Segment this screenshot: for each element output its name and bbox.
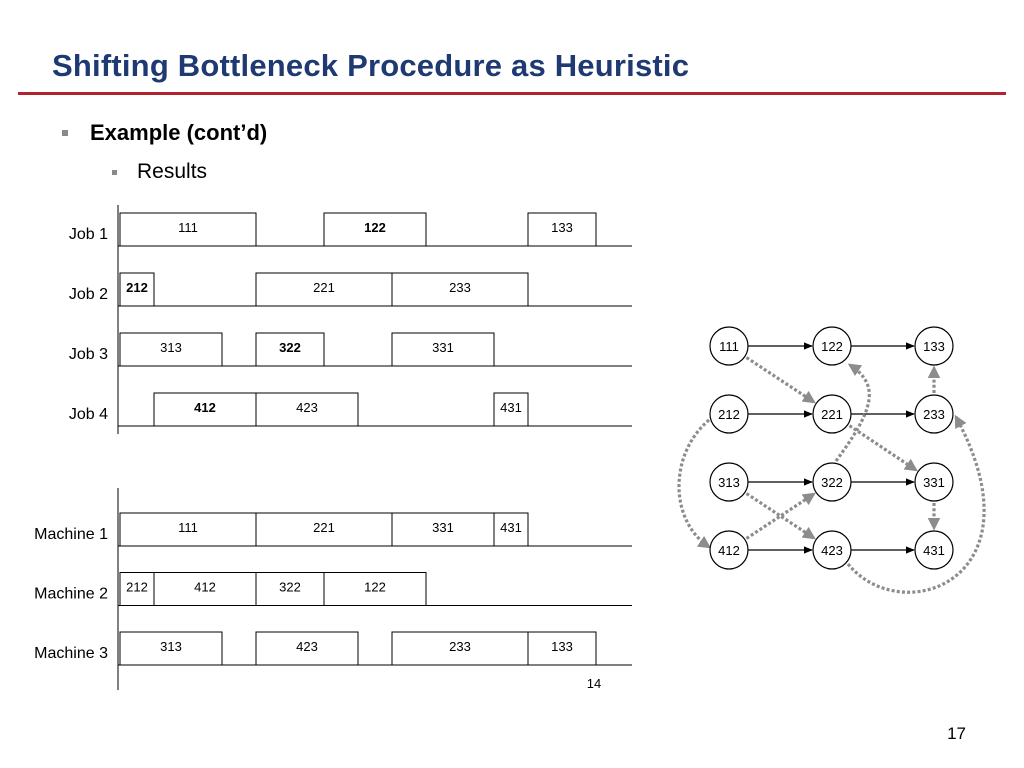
job-gantt-operation-label: 212 bbox=[126, 280, 148, 295]
disjunctive-arc bbox=[677, 418, 712, 549]
job-gantt-row-label: Job 3 bbox=[69, 346, 108, 363]
machine-gantt-operation-bar bbox=[119, 512, 257, 547]
machine-gantt-operation-bar bbox=[323, 572, 427, 606]
job-gantt-operation-label: 233 bbox=[449, 280, 471, 295]
graph-node bbox=[812, 394, 852, 434]
graph-node-label: 111 bbox=[719, 339, 739, 354]
machine-gantt-row-label: Machine 2 bbox=[34, 586, 108, 603]
machine-gantt-row-label: Machine 1 bbox=[34, 526, 108, 543]
job-gantt-operation-label: 313 bbox=[160, 340, 182, 355]
graph-node bbox=[914, 462, 954, 502]
job-gantt-operation-bar bbox=[391, 272, 529, 307]
graph-node bbox=[812, 530, 852, 570]
job-gantt-operation-bar bbox=[255, 272, 393, 307]
disjunctive-arc bbox=[745, 356, 816, 404]
machine-gantt-operation-bar bbox=[255, 512, 393, 547]
graph-node-label: 133 bbox=[923, 339, 945, 354]
bullet-text: Example (cont’d) bbox=[90, 120, 268, 145]
slide-title: Shifting Bottleneck Procedure as Heurist… bbox=[52, 48, 690, 83]
job-gantt-operation-bar bbox=[119, 272, 155, 307]
disjunctive-arc bbox=[846, 414, 986, 594]
job-gantt-operation-label: 221 bbox=[313, 280, 335, 295]
machine-gantt-operation-bar bbox=[153, 572, 257, 606]
page-number: 17 bbox=[947, 724, 966, 743]
graph-node-label: 423 bbox=[821, 543, 843, 558]
graph-node-label: 431 bbox=[923, 543, 945, 558]
bullet-text: Results bbox=[137, 160, 208, 183]
job-gantt-operation-label: 431 bbox=[500, 400, 522, 415]
machine-gantt-operation-bar bbox=[255, 631, 359, 666]
job-gantt-operation-bar bbox=[323, 212, 427, 247]
bullet-level-1: Example (cont’d) bbox=[62, 120, 267, 146]
job-gantt-operation-bar bbox=[493, 392, 529, 427]
job-gantt-row-label: Job 1 bbox=[69, 226, 108, 243]
makespan-label: 14 bbox=[587, 676, 601, 691]
machine-gantt-operation-bar bbox=[119, 572, 155, 606]
machine-gantt-operation-label: 133 bbox=[551, 639, 573, 654]
machine-gantt-operation-label: 412 bbox=[194, 580, 216, 595]
bullet-level-2: Results bbox=[112, 160, 207, 184]
graph-node-label: 212 bbox=[718, 407, 740, 422]
job-gantt-operation-bar bbox=[119, 332, 223, 367]
machine-gantt-row-label: Machine 3 bbox=[34, 645, 108, 662]
job-gantt-operation-bar bbox=[119, 212, 257, 247]
graph-node-label: 221 bbox=[821, 407, 843, 422]
machine-gantt-operation-label: 423 bbox=[296, 639, 318, 654]
job-gantt-operation-label: 331 bbox=[432, 340, 454, 355]
job-gantt-row-label: Job 2 bbox=[69, 286, 108, 303]
machine-gantt-operation-bar bbox=[255, 572, 325, 606]
bullet-square-icon bbox=[62, 130, 68, 136]
disjunctive-arc bbox=[834, 363, 871, 462]
job-gantt-operation-label: 423 bbox=[296, 400, 318, 415]
machine-gantt-operation-bar bbox=[119, 631, 223, 666]
machine-gantt-operation-bar bbox=[391, 631, 529, 666]
job-gantt-operation-bar bbox=[255, 332, 325, 367]
machine-gantt-operation-bar bbox=[527, 631, 597, 666]
job-gantt-operation-bar bbox=[391, 332, 495, 367]
disjunctive-arc bbox=[848, 424, 918, 472]
bullet-square-icon bbox=[112, 169, 117, 175]
graph-node-label: 331 bbox=[923, 475, 945, 490]
job-gantt-operation-label: 322 bbox=[279, 340, 301, 355]
graph-node bbox=[914, 394, 954, 434]
job-gantt-operation-bar bbox=[153, 392, 257, 427]
machine-gantt-operation-label: 122 bbox=[364, 580, 386, 595]
machine-gantt-operation-bar bbox=[391, 512, 495, 547]
machine-gantt-operation-label: 431 bbox=[500, 520, 522, 535]
machine-gantt-operation-label: 221 bbox=[313, 520, 335, 535]
job-gantt-operation-label: 111 bbox=[178, 220, 198, 235]
job-gantt-operation-label: 412 bbox=[194, 400, 216, 415]
graph-node-label: 122 bbox=[821, 339, 843, 354]
graph-node bbox=[709, 326, 749, 366]
machine-gantt-operation-label: 233 bbox=[449, 639, 471, 654]
job-gantt-row-label: Job 4 bbox=[69, 406, 108, 423]
graph-node-label: 412 bbox=[718, 543, 740, 558]
graph-node-label: 233 bbox=[923, 407, 945, 422]
job-gantt-operation-bar bbox=[255, 392, 359, 427]
graph-node bbox=[709, 530, 749, 570]
machine-gantt-operation-label: 111 bbox=[178, 520, 198, 535]
graph-node bbox=[709, 394, 749, 434]
graph-node-label: 322 bbox=[821, 475, 843, 490]
graph-node bbox=[914, 530, 954, 570]
graph-node bbox=[709, 462, 749, 502]
graph-node bbox=[812, 462, 852, 502]
graph-node bbox=[812, 326, 852, 366]
job-gantt-operation-bar bbox=[527, 212, 597, 247]
machine-gantt-operation-label: 212 bbox=[126, 580, 148, 595]
disjunctive-graph: 111 122 133 212 221 233 313 322 331 412 423 431 bbox=[677, 326, 986, 594]
job-gantt-operation-label: 122 bbox=[364, 220, 386, 235]
graph-node bbox=[914, 326, 954, 366]
machine-gantt-operation-bar bbox=[493, 512, 529, 547]
machine-gantt-operation-label: 331 bbox=[432, 520, 454, 535]
graph-node-label: 313 bbox=[718, 475, 740, 490]
machine-gantt-operation-label: 313 bbox=[160, 639, 182, 654]
machine-gantt-operation-label: 322 bbox=[279, 580, 301, 595]
title-divider bbox=[18, 92, 1006, 95]
job-gantt-operation-label: 133 bbox=[551, 220, 573, 235]
